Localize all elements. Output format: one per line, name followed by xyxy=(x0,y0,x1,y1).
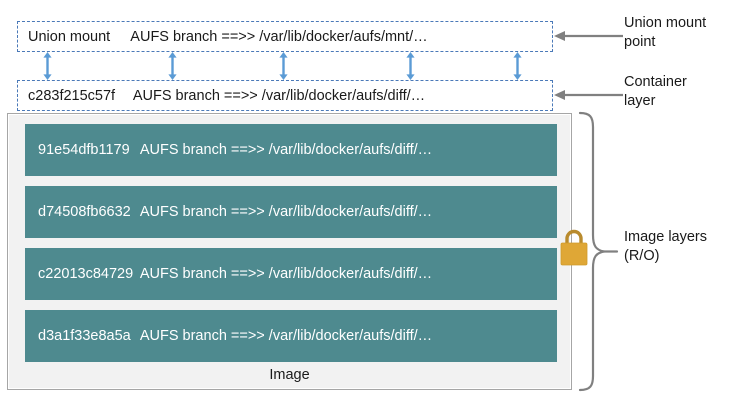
image-layer-branch: AUFS branch ==>> /var/lib/docker/aufs/di… xyxy=(139,266,433,282)
container-layer-callout-arrow-icon xyxy=(553,88,623,102)
image-layer-row: c22013c84729 AUFS branch ==>> /var/lib/d… xyxy=(25,248,557,300)
union-mount-id: Union mount xyxy=(28,28,111,45)
image-layer-id: d74508fb6632 xyxy=(38,204,131,220)
bidirectional-arrow-icon xyxy=(512,52,523,80)
image-layer-branch: AUFS branch ==>> /var/lib/docker/aufs/di… xyxy=(139,142,433,158)
image-layer-row: 91e54dfb1179 AUFS branch ==>> /var/lib/d… xyxy=(25,124,557,176)
image-layer-row: d74508fb6632 AUFS branch ==>> /var/lib/d… xyxy=(25,186,557,238)
container-layer-row: c283f215c57f AUFS branch ==>> /var/lib/d… xyxy=(17,80,553,111)
image-layer-id: d3a1f33e8a5a xyxy=(38,328,131,344)
bidirectional-arrow-icon xyxy=(405,52,416,80)
image-container: 91e54dfb1179 AUFS branch ==>> /var/lib/d… xyxy=(7,113,572,390)
union-mount-callout-arrow-icon xyxy=(553,29,623,43)
image-layer-id: c22013c84729 xyxy=(38,266,134,282)
container-layer-label: Container layer xyxy=(624,74,687,110)
union-mount-point-label: Union mount point xyxy=(624,15,707,51)
bidirectional-arrow-icon xyxy=(278,52,289,80)
container-layer-id: c283f215c57f xyxy=(28,87,116,104)
image-layer-branch: AUFS branch ==>> /var/lib/docker/aufs/di… xyxy=(139,328,433,344)
bidirectional-arrow-icon xyxy=(42,52,53,80)
union-mount-row: Union mount AUFS branch ==>> /var/lib/do… xyxy=(17,21,553,52)
image-caption: Image xyxy=(269,367,310,383)
image-layer-id: 91e54dfb1179 xyxy=(38,142,130,158)
bidirectional-arrow-icon xyxy=(167,52,178,80)
image-layers-label: Image layers (R/O) xyxy=(624,229,708,265)
image-layer-branch: AUFS branch ==>> /var/lib/docker/aufs/di… xyxy=(139,204,433,220)
image-layer-row: d3a1f33e8a5a AUFS branch ==>> /var/lib/d… xyxy=(25,310,557,362)
lock-icon xyxy=(557,226,591,267)
right-curly-brace-icon xyxy=(576,110,620,393)
